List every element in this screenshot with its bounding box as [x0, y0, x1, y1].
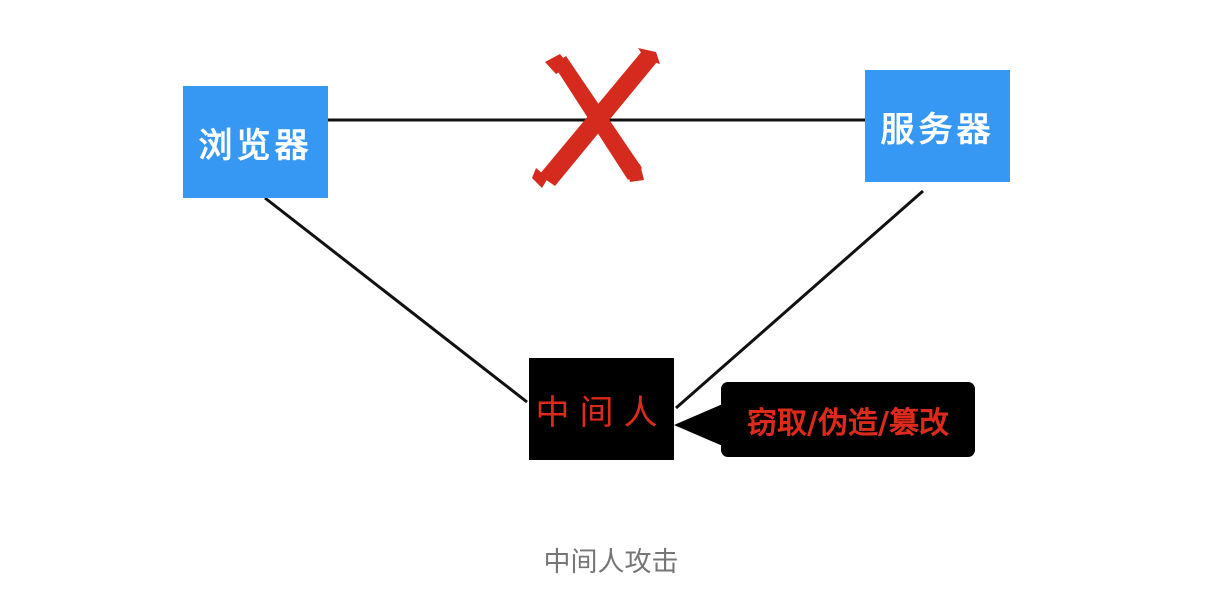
server-node: 服务器 [865, 70, 1010, 182]
red-cross-rough-1 [545, 54, 570, 74]
mitm-node: 中间人 [529, 358, 674, 460]
server-mitm-line [675, 189, 924, 410]
mitm-label: 中间人 [535, 392, 668, 433]
browser-node: 浏览器 [183, 86, 328, 198]
browser-label: 浏览器 [198, 125, 313, 166]
red-cross-rough-2 [532, 168, 548, 188]
callout-pointer [674, 403, 725, 447]
diagram-caption: 中间人攻击 [543, 547, 679, 578]
red-cross-stroke-2 [539, 50, 657, 186]
attack-callout-label: 窃取/伪造/篡改 [747, 405, 949, 441]
red-cross-rough-4 [626, 164, 644, 182]
red-cross-rough-3 [638, 48, 660, 64]
red-cross-icon [532, 48, 660, 188]
browser-mitm-line [264, 196, 528, 404]
attack-callout: 窃取/伪造/篡改 [721, 382, 975, 457]
server-label: 服务器 [880, 109, 995, 150]
